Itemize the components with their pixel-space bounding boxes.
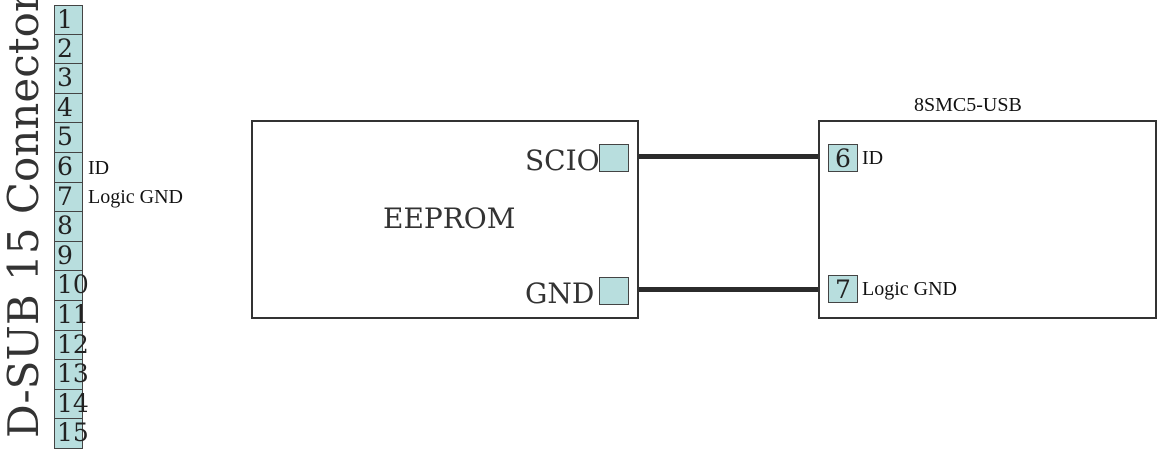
- connector-pin-7-label: Logic GND: [88, 186, 183, 208]
- connector-pin-7: 7: [54, 182, 83, 213]
- device-pin-6: 6: [828, 144, 858, 172]
- connector-pin-1: 1: [54, 5, 83, 35]
- device-pin-7: 7: [828, 275, 858, 303]
- connector-pin-14: 14: [54, 389, 89, 420]
- connector-pin-2: 2: [54, 34, 83, 65]
- connector-pin-3: 3: [54, 64, 83, 94]
- connector-pin-column: 1 2 3 4 5 6 7 8 9 10 11 12 13 14 15: [54, 5, 89, 449]
- wire-scio-to-id: [639, 154, 819, 159]
- device-block: [818, 120, 1157, 319]
- connector-pin-10: 10: [54, 271, 89, 301]
- eeprom-block: [251, 120, 639, 319]
- wire-gnd-to-logic-gnd: [639, 287, 819, 292]
- eeprom-label: EEPROM: [383, 202, 516, 235]
- device-pin-6-label: ID: [862, 147, 884, 169]
- eeprom-scio-pin: [599, 144, 629, 172]
- connector-pin-13: 13: [54, 360, 89, 390]
- eeprom-scio-label: SCIO: [525, 144, 600, 177]
- eeprom-gnd-pin: [599, 277, 629, 305]
- connector-pin-6-label: ID: [88, 157, 110, 179]
- device-pin-7-label: Logic GND: [862, 278, 957, 300]
- eeprom-gnd-label: GND: [525, 277, 595, 310]
- connector-pin-9: 9: [54, 241, 83, 272]
- connector-pin-15: 15: [54, 419, 89, 449]
- connector-pin-5: 5: [54, 123, 83, 153]
- connector-pin-11: 11: [54, 301, 89, 331]
- connector-pin-4: 4: [54, 93, 83, 124]
- connector-pin-12: 12: [54, 330, 89, 361]
- connector-pin-8: 8: [54, 212, 83, 242]
- connector-title: D-SUB 15 Connector: [0, 0, 48, 438]
- device-title: 8SMC5-USB: [914, 94, 1022, 116]
- connector-pin-6: 6: [54, 153, 83, 183]
